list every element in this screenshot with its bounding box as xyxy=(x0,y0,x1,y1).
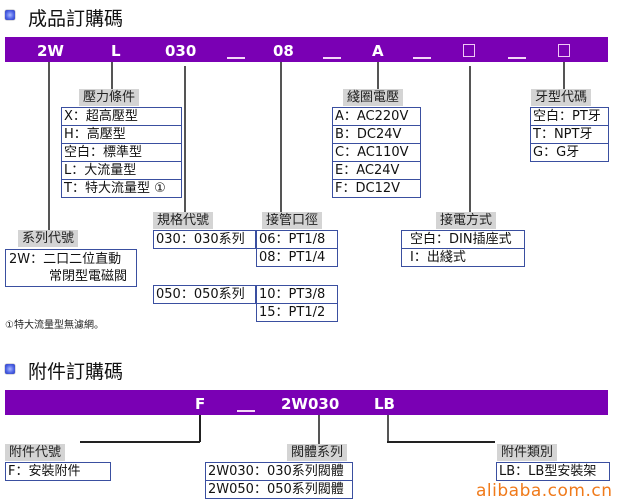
valve-series-row: 2W030：030系列閥體 xyxy=(206,463,352,481)
port-row: 10：PT3/8 xyxy=(257,286,337,304)
dash-icon xyxy=(237,401,255,419)
voltage-row: F：DC12V xyxy=(333,180,420,198)
footnote: ①特大流量型無濾網。 xyxy=(5,320,104,331)
spec-row: 050：050系列 xyxy=(154,286,255,304)
code-port: 08 xyxy=(273,42,294,60)
code-series: 2W xyxy=(37,42,64,60)
thread-header: 牙型代碼 xyxy=(531,89,592,106)
section-bullet-icon xyxy=(5,364,15,374)
thread-row: 空白：PT牙 xyxy=(531,108,608,126)
valve-series-header: 閥體系列 xyxy=(287,444,348,461)
accessory-type-row: LB：LB型安裝架 xyxy=(497,463,609,481)
pressure-row: X：超高壓型 xyxy=(62,108,181,126)
code-accessory-type: LB xyxy=(374,395,395,413)
series-box: 2W：二口二位直動 常閉型電磁閥 xyxy=(5,249,137,287)
dash-icon xyxy=(227,48,245,66)
leader-line xyxy=(387,441,495,443)
dash-icon xyxy=(323,48,341,66)
accessory-code-header: 附件代號 xyxy=(5,444,66,461)
voltage-row: B：DC24V xyxy=(333,126,420,144)
code-valve-series: 2W030 xyxy=(281,395,340,413)
port-row: 08：PT1/4 xyxy=(257,249,337,267)
series-line-1: 2W：二口二位直動 xyxy=(9,252,122,267)
thread-row: T：NPT牙 xyxy=(531,126,608,144)
leader-line xyxy=(184,66,186,212)
thread-row: G：G牙 xyxy=(531,144,608,162)
voltage-table: A：AC220V B：DC24V C：AC110V E：AC24V F：DC12… xyxy=(332,107,421,198)
code-voltage: A xyxy=(372,42,384,60)
accessory-code-table: F：安裝附件 xyxy=(5,462,111,481)
section1-title: 成品訂購碼 xyxy=(28,8,124,30)
leader-line xyxy=(48,62,50,230)
pressure-header: 壓力條件 xyxy=(79,89,140,106)
pressure-table: X：超高壓型 H：高壓型 空白：標準型 L：大流量型 T：特大流量型 ① xyxy=(61,107,182,198)
spec-row: 030：030系列 xyxy=(154,231,255,249)
leader-line xyxy=(280,62,282,212)
valve-series-row: 2W050：050系列閥體 xyxy=(206,481,352,499)
spec-table-b: 050：050系列 xyxy=(153,285,256,304)
pressure-row: H：高壓型 xyxy=(62,126,181,144)
dash-icon xyxy=(413,48,431,66)
spec-header: 規格代號 xyxy=(153,212,214,229)
leader-line xyxy=(111,62,113,89)
voltage-row: C：AC110V xyxy=(333,144,420,162)
dash-icon xyxy=(508,48,526,66)
product-code-bar: 2W L 030 08 A xyxy=(5,37,608,62)
valve-series-table: 2W030：030系列閥體 2W050：050系列閥體 xyxy=(205,462,353,499)
connection-table: 空白：DIN插座式 I：出綫式 xyxy=(401,230,525,267)
pressure-row: T：特大流量型 ① xyxy=(62,180,181,198)
accessory-code-bar: F 2W030 LB xyxy=(5,390,608,415)
placeholder-box-icon xyxy=(558,43,570,61)
voltage-header: 綫圈電壓 xyxy=(343,89,404,106)
thread-table: 空白：PT牙 T：NPT牙 G：G牙 xyxy=(530,107,609,162)
connection-header: 接電方式 xyxy=(436,212,497,229)
placeholder-box-icon xyxy=(463,43,475,61)
code-spec: 030 xyxy=(165,42,197,60)
watermark: alibaba.com.cn xyxy=(476,481,613,501)
port-row: 06：PT1/8 xyxy=(257,231,337,249)
accessory-code-row: F：安裝附件 xyxy=(6,463,110,481)
leader-line xyxy=(387,415,389,442)
port-table-a: 06：PT1/8 08：PT1/4 xyxy=(256,230,338,267)
leader-line xyxy=(199,415,201,442)
voltage-row: A：AC220V xyxy=(333,108,420,126)
leader-line xyxy=(469,66,471,212)
voltage-row: E：AC24V xyxy=(333,162,420,180)
accessory-type-table: LB：LB型安裝架 xyxy=(496,462,610,481)
series-header: 系列代號 xyxy=(18,230,79,247)
leader-line xyxy=(80,441,200,443)
leader-line xyxy=(563,62,565,89)
section-bullet-icon xyxy=(5,10,15,20)
connection-row: I：出綫式 xyxy=(402,249,524,267)
port-row: 15：PT1/2 xyxy=(257,304,337,322)
accessory-type-header: 附件類別 xyxy=(497,444,558,461)
section2-title: 附件訂購碼 xyxy=(28,361,124,383)
pressure-row: 空白：標準型 xyxy=(62,144,181,162)
port-table-b: 10：PT3/8 15：PT1/2 xyxy=(256,285,338,322)
code-accessory: F xyxy=(195,395,206,413)
leader-line xyxy=(318,415,320,444)
code-pressure: L xyxy=(111,42,121,60)
leader-line xyxy=(377,62,379,89)
connection-row: 空白：DIN插座式 xyxy=(402,231,524,249)
series-line-2: 常閉型電磁閥 xyxy=(49,269,128,284)
spec-table-a: 030：030系列 xyxy=(153,230,256,249)
pressure-row: L：大流量型 xyxy=(62,162,181,180)
port-header: 接管口徑 xyxy=(262,212,323,229)
